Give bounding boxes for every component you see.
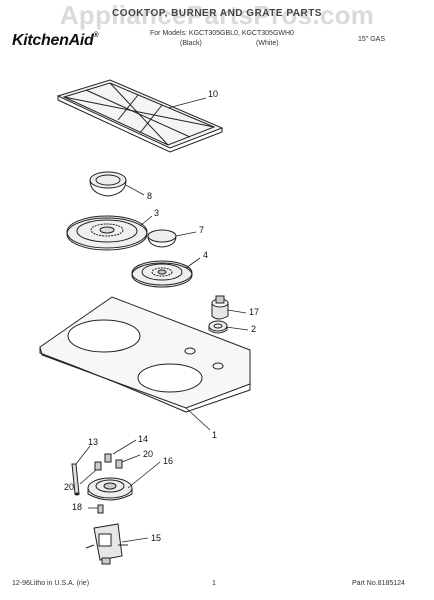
burner-cap-part-7: [147, 229, 177, 248]
cooktop-part: [39, 296, 251, 413]
watermark-text: AppliancePartsPros.com: [59, 0, 375, 30]
bezel-part: [208, 320, 228, 334]
callout-20-left: 20: [64, 482, 75, 492]
callout-20-right: 20: [143, 449, 154, 459]
grate-part: [56, 79, 224, 153]
callout-7: 7: [199, 225, 205, 235]
spud-part: [71, 463, 80, 496]
brand-logo: KitchenAid®: [12, 32, 99, 50]
burner-base-small-part: [131, 260, 193, 288]
page-number: 1: [212, 580, 216, 587]
size-label: 15" GAS: [358, 36, 385, 43]
part-number: Part No.8185124: [352, 580, 405, 587]
footer-litho: 12-96Litho in U.S.A. (rie): [12, 580, 90, 587]
callout-4: 4: [203, 250, 209, 260]
for-models-text: For Models: KGCT305GBL0, KGCT305GWH0: [150, 30, 294, 37]
valve-part: [85, 523, 128, 565]
burner-assembly-part: [87, 477, 133, 501]
callout-15: 15: [151, 533, 162, 543]
callout-2: 2: [251, 324, 257, 334]
screw-18-part: [97, 504, 104, 514]
callout-18: 18: [72, 502, 83, 512]
callout-16: 16: [163, 456, 174, 466]
callout-10: 10: [208, 89, 219, 99]
burner-base-large-part: [66, 215, 148, 251]
color-black-label: (Black): [180, 40, 202, 47]
callout-17: 17: [249, 307, 260, 317]
brand-mark: ®: [93, 32, 99, 39]
color-white-label: (White): [256, 40, 279, 47]
callout-8: 8: [147, 191, 153, 201]
callout-3: 3: [154, 208, 160, 218]
callout-1: 1: [212, 430, 218, 440]
brand-name: KitchenAid: [12, 32, 94, 49]
page-title: COOKTOP, BURNER AND GRATE PARTS: [112, 8, 322, 19]
leader-lines: [75, 97, 249, 543]
burner-cap-small-part: [89, 171, 127, 197]
knob-part: [211, 295, 229, 320]
screws-part: [94, 453, 123, 471]
callout-14: 14: [138, 434, 149, 444]
callout-13: 13: [88, 437, 99, 447]
